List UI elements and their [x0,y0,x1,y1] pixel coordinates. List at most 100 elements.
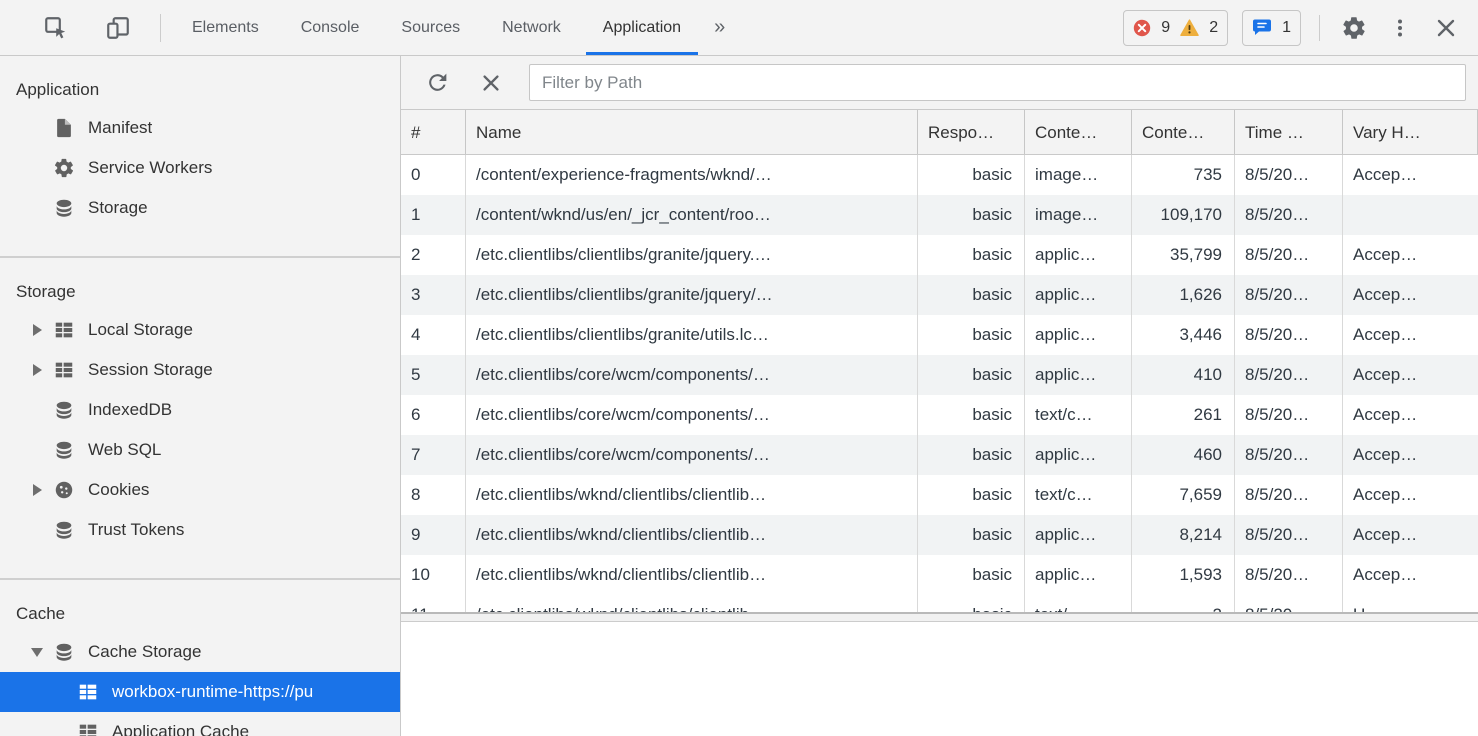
table-row[interactable]: 9 /etc.clientlibs/wknd/clientlibs/client… [401,515,1478,555]
cell-vary-header: Accep… [1353,245,1418,264]
column-header-vary-header[interactable]: Vary H… [1343,110,1478,154]
cell-content-length: 261 [1132,395,1235,435]
cell-time-cached: 8/5/20… [1235,595,1343,612]
table-row[interactable]: 0 /content/experience-fragments/wknd/… b… [401,155,1478,195]
sidebar-section-storage: Storage Local Storage [0,256,400,578]
sidebar-item-storage[interactable]: Storage [0,188,400,228]
sidebar-item-trust-tokens[interactable]: Trust Tokens [0,510,400,550]
close-icon [1434,16,1458,40]
sidebar-item-indexeddb[interactable]: IndexedDB [0,390,400,430]
table-icon [76,680,100,704]
cell-vary-header: Accep… [1353,565,1418,584]
table-row[interactable]: 10 /etc.clientlibs/wknd/clientlibs/clien… [401,555,1478,595]
sidebar-item-application-cache[interactable]: Application Cache [0,712,400,736]
cache-storage-view: # Name Respo… Conte… Conte… Time … Vary … [401,56,1478,736]
table-row[interactable]: 11 /etc.clientlibs/wknd/clientlibs/clien… [401,595,1478,612]
more-tabs-chevron[interactable]: » [714,16,726,38]
more-options-button[interactable] [1384,12,1416,44]
tab-console[interactable]: Console [300,18,360,36]
sidebar-item-session-storage[interactable]: Session Storage [0,350,400,390]
cell-response-type: basic [918,595,1025,612]
table-row[interactable]: 8 /etc.clientlibs/wknd/clientlibs/client… [401,475,1478,515]
column-header-content-type[interactable]: Conte… [1025,110,1132,154]
filter-by-path-input[interactable] [529,64,1466,101]
issues-message-icon [1252,18,1272,37]
cell-vary-header: Accep… [1353,285,1418,304]
sidebar-item-cache-storage[interactable]: Cache Storage [0,632,400,672]
horizontal-scrollbar[interactable] [401,612,1478,622]
cell-content-length: 1,593 [1132,555,1235,595]
table-row[interactable]: 6 /etc.clientlibs/core/wcm/components/… … [401,395,1478,435]
table-icon [76,720,100,736]
clear-button[interactable] [475,67,507,99]
cell-vary-header: Accep… [1353,405,1418,424]
table-row[interactable]: 4 /etc.clientlibs/clientlibs/granite/uti… [401,315,1478,355]
sidebar-item-cookies[interactable]: Cookies [0,470,400,510]
toolbar-divider [1319,14,1320,41]
sidebar-item-manifest[interactable]: Manifest [0,108,400,148]
table-row[interactable]: 2 /etc.clientlibs/clientlibs/granite/jqu… [401,235,1478,275]
chevron-right-icon[interactable] [30,364,44,376]
refresh-button[interactable] [421,67,453,99]
sidebar-item-label: Session Storage [88,360,213,379]
column-header-content-length[interactable]: Conte… [1132,110,1235,154]
chevron-right-icon[interactable] [30,484,44,496]
inspect-cursor-icon [43,15,69,41]
database-icon [52,196,76,220]
cell-response-type: basic [918,395,1025,435]
cell-content-type: image… [1025,155,1132,195]
chevron-down-icon[interactable] [30,647,44,657]
tab-application[interactable]: Application [582,0,702,55]
cell-index: 6 [401,395,466,435]
chevron-right-icon[interactable] [30,324,44,336]
application-panel-sidebar: Application Manifest [0,56,401,736]
column-header-response-type[interactable]: Respo… [918,110,1025,154]
warning-count: 2 [1209,18,1219,36]
sidebar-item-workbox-runtime-cache[interactable]: workbox-runtime-https://pu [0,672,400,712]
cell-vary-header: Accep… [1353,485,1418,504]
table-row[interactable]: 3 /etc.clientlibs/clientlibs/granite/jqu… [401,275,1478,315]
clear-x-icon [480,72,502,94]
issues-badge[interactable]: 1 [1242,9,1301,46]
cell-name: /etc.clientlibs/wknd/clientlibs/clientli… [466,515,918,555]
table-row[interactable]: 7 /etc.clientlibs/core/wcm/components/… … [401,435,1478,475]
table-icon [52,358,76,382]
cell-index: 4 [401,315,466,355]
sidebar-item-label: IndexedDB [88,400,173,419]
table-row[interactable]: 5 /etc.clientlibs/core/wcm/components/… … [401,355,1478,395]
tab-sources[interactable]: Sources [401,18,461,36]
cell-response-type: basic [918,195,1025,235]
cell-name: /content/experience-fragments/wknd/… [466,155,918,195]
console-errors-warnings-badge[interactable]: 9 2 [1123,9,1229,46]
cell-content-length: 8,214 [1132,515,1235,555]
cell-content-length: 109,170 [1132,195,1235,235]
column-header-name[interactable]: Name [466,110,918,154]
cell-response-type: basic [918,235,1025,275]
cell-name: /content/wknd/us/en/_jcr_content/roo… [466,195,918,235]
device-toolbar-button[interactable] [102,12,134,44]
cell-content-type: applic… [1025,315,1132,355]
cell-index: 11 [401,595,466,612]
column-header-index[interactable]: # [401,110,466,154]
column-header-time-cached[interactable]: Time … [1235,110,1343,154]
sidebar-item-label: Application Cache [112,722,250,736]
cell-time-cached: 8/5/20… [1235,515,1343,555]
sidebar-item-web-sql[interactable]: Web SQL [0,430,400,470]
cell-response-type: basic [918,315,1025,355]
cell-index: 7 [401,435,466,475]
cell-content-type: applic… [1025,355,1132,395]
cell-name: /etc.clientlibs/clientlibs/granite/jquer… [466,235,918,275]
inspect-element-button[interactable] [40,12,72,44]
sidebar-item-service-workers[interactable]: Service Workers [0,148,400,188]
cell-content-type: text/c… [1025,395,1132,435]
settings-button[interactable] [1338,12,1370,44]
sidebar-item-local-storage[interactable]: Local Storage [0,310,400,350]
section-title-cache: Cache [16,604,66,623]
sidebar-item-label: Storage [88,198,148,217]
tab-network[interactable]: Network [502,18,561,36]
cell-content-length: 410 [1132,355,1235,395]
refresh-icon [425,70,450,95]
table-row[interactable]: 1 /content/wknd/us/en/_jcr_content/roo… … [401,195,1478,235]
tab-elements[interactable]: Elements [192,18,259,36]
close-devtools-button[interactable] [1430,12,1462,44]
